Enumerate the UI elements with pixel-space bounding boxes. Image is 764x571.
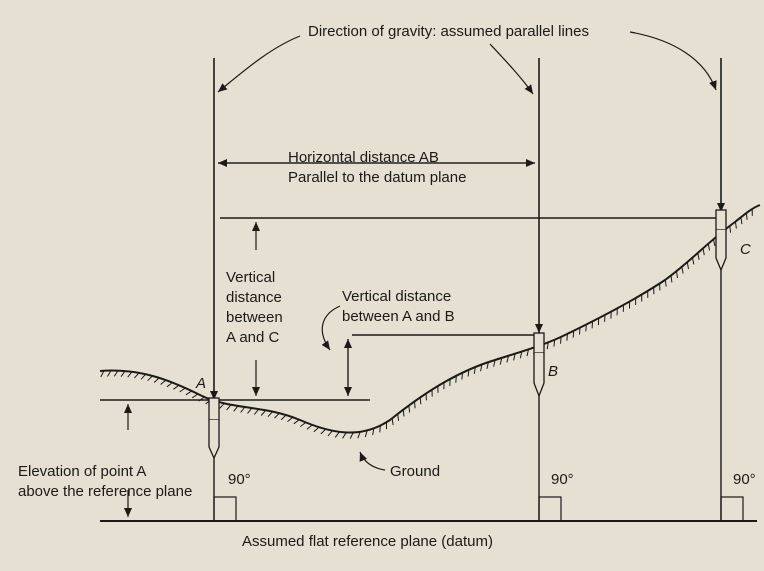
horizontal-distance-label-2: Parallel to the datum plane <box>288 169 467 186</box>
gravity-pointer-b <box>489 43 534 95</box>
right-angle-b <box>538 496 562 522</box>
vertical-ac-label-1: Vertical <box>226 269 276 286</box>
elevation-label-1: Elevation of point A <box>18 463 147 480</box>
vertical-ac-label-2: distance <box>226 289 282 306</box>
ground-hatching <box>100 208 753 439</box>
horizontal-distance-label-1: Horizontal distance AB <box>288 149 439 166</box>
right-angle-a <box>213 496 237 522</box>
vertical-ac-label-4: A and C <box>226 329 280 346</box>
gravity-label: Direction of gravity: assumed parallel l… <box>308 23 589 40</box>
gravity-pointer-a <box>217 35 301 93</box>
stake-a <box>208 397 220 460</box>
gravity-pointer-c <box>629 31 717 91</box>
angle-label-b: 90° <box>551 471 574 488</box>
elevation-label-2: above the reference plane <box>18 483 193 500</box>
stake-b <box>533 332 545 398</box>
ground-pointer <box>359 451 386 471</box>
angle-label-a: 90° <box>228 471 251 488</box>
right-angle-c <box>720 496 744 522</box>
vertical-ab-pointer <box>321 305 341 351</box>
angle-label-c: 90° <box>733 471 756 488</box>
vertical-ac-label-3: between <box>226 309 283 326</box>
ground-label: Ground <box>390 463 441 480</box>
vertical-ab-label-2: between A and B <box>342 308 455 325</box>
point-c-label: C <box>740 241 751 258</box>
vertical-ab-label-1: Vertical distance <box>342 288 452 305</box>
point-b-label: B <box>548 363 559 380</box>
datum-label: Assumed flat reference plane (datum) <box>242 533 493 550</box>
ground-profile <box>99 204 761 434</box>
stake-c <box>715 209 727 272</box>
point-a-label: A <box>196 375 207 392</box>
